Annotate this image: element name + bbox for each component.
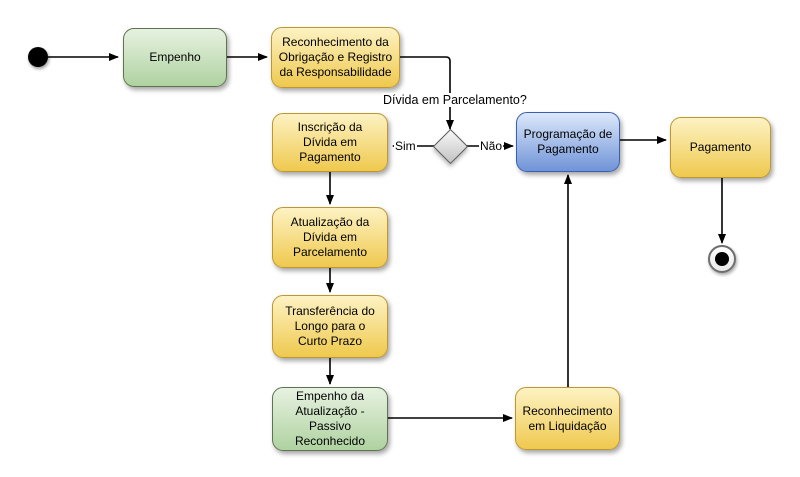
node-atualizacao-divida-label: Atualização da Dívida em Parcelamento (290, 215, 370, 259)
node-empenho-atualizacao-label: Empenho da Atualização - Passivo Reconhe… (294, 389, 366, 448)
node-reconhecimento-liquidacao-label: Reconhecimento em Liquidação (522, 403, 613, 433)
node-programacao-pagamento: Programação de Pagamento (516, 112, 620, 172)
node-empenho-label: Empenho (149, 50, 201, 64)
node-transferencia-prazo-label: Transferência do Longo para o Curto Praz… (285, 304, 375, 348)
end-node-inner-dot (715, 252, 729, 266)
node-empenho: Empenho (123, 28, 227, 87)
edge-label-sim: Sim (394, 139, 417, 153)
node-inscricao-divida: Inscrição da Dívida em Pagamento (272, 113, 388, 172)
start-node (28, 47, 48, 67)
end-node (708, 245, 736, 273)
decision-question-label: Dívida em Parcelamento? (382, 93, 528, 107)
node-empenho-atualizacao: Empenho da Atualização - Passivo Reconhe… (272, 387, 388, 451)
node-reconhecimento-obrigacao-label: Reconhecimento da Obrigação e Registro d… (278, 35, 393, 79)
node-transferencia-prazo: Transferência do Longo para o Curto Praz… (272, 295, 388, 358)
node-pagamento: Pagamento (670, 117, 771, 178)
node-atualizacao-divida: Atualização da Dívida em Parcelamento (272, 207, 388, 268)
edge-reconhecimento-to-decision (400, 56, 454, 130)
node-reconhecimento-obrigacao: Reconhecimento da Obrigação e Registro d… (271, 27, 400, 88)
node-programacao-pagamento-label: Programação de Pagamento (523, 127, 613, 156)
node-inscricao-divida-label: Inscrição da Dívida em Pagamento (297, 120, 363, 164)
node-reconhecimento-liquidacao: Reconhecimento em Liquidação (515, 387, 620, 450)
edge-label-nao: Não (479, 139, 504, 153)
node-pagamento-label: Pagamento (689, 140, 752, 154)
